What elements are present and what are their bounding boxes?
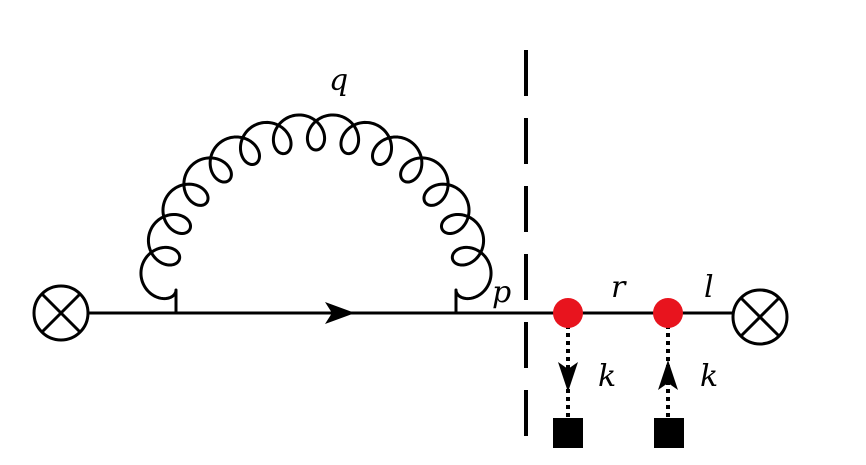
red-vertex-2 — [653, 298, 683, 328]
label-momentum-l: l — [704, 270, 714, 305]
label-gluon-momentum: q — [329, 63, 348, 98]
label-momentum-r: r — [611, 270, 627, 305]
circled-times-icon — [32, 284, 90, 342]
red-vertex-1 — [553, 298, 583, 328]
insertion-arrow-up — [658, 360, 678, 390]
insertion-arrow-down — [558, 362, 578, 392]
label-insertion-momentum-1: k — [598, 359, 616, 394]
filled-square-icon — [654, 418, 684, 448]
fermion-arrow — [325, 302, 355, 324]
label-momentum-p: p — [492, 275, 511, 310]
label-insertion-momentum-2: k — [700, 359, 718, 394]
filled-square-icon — [553, 418, 583, 448]
gluon-loop — [139, 113, 493, 313]
circled-times-icon — [731, 288, 789, 346]
